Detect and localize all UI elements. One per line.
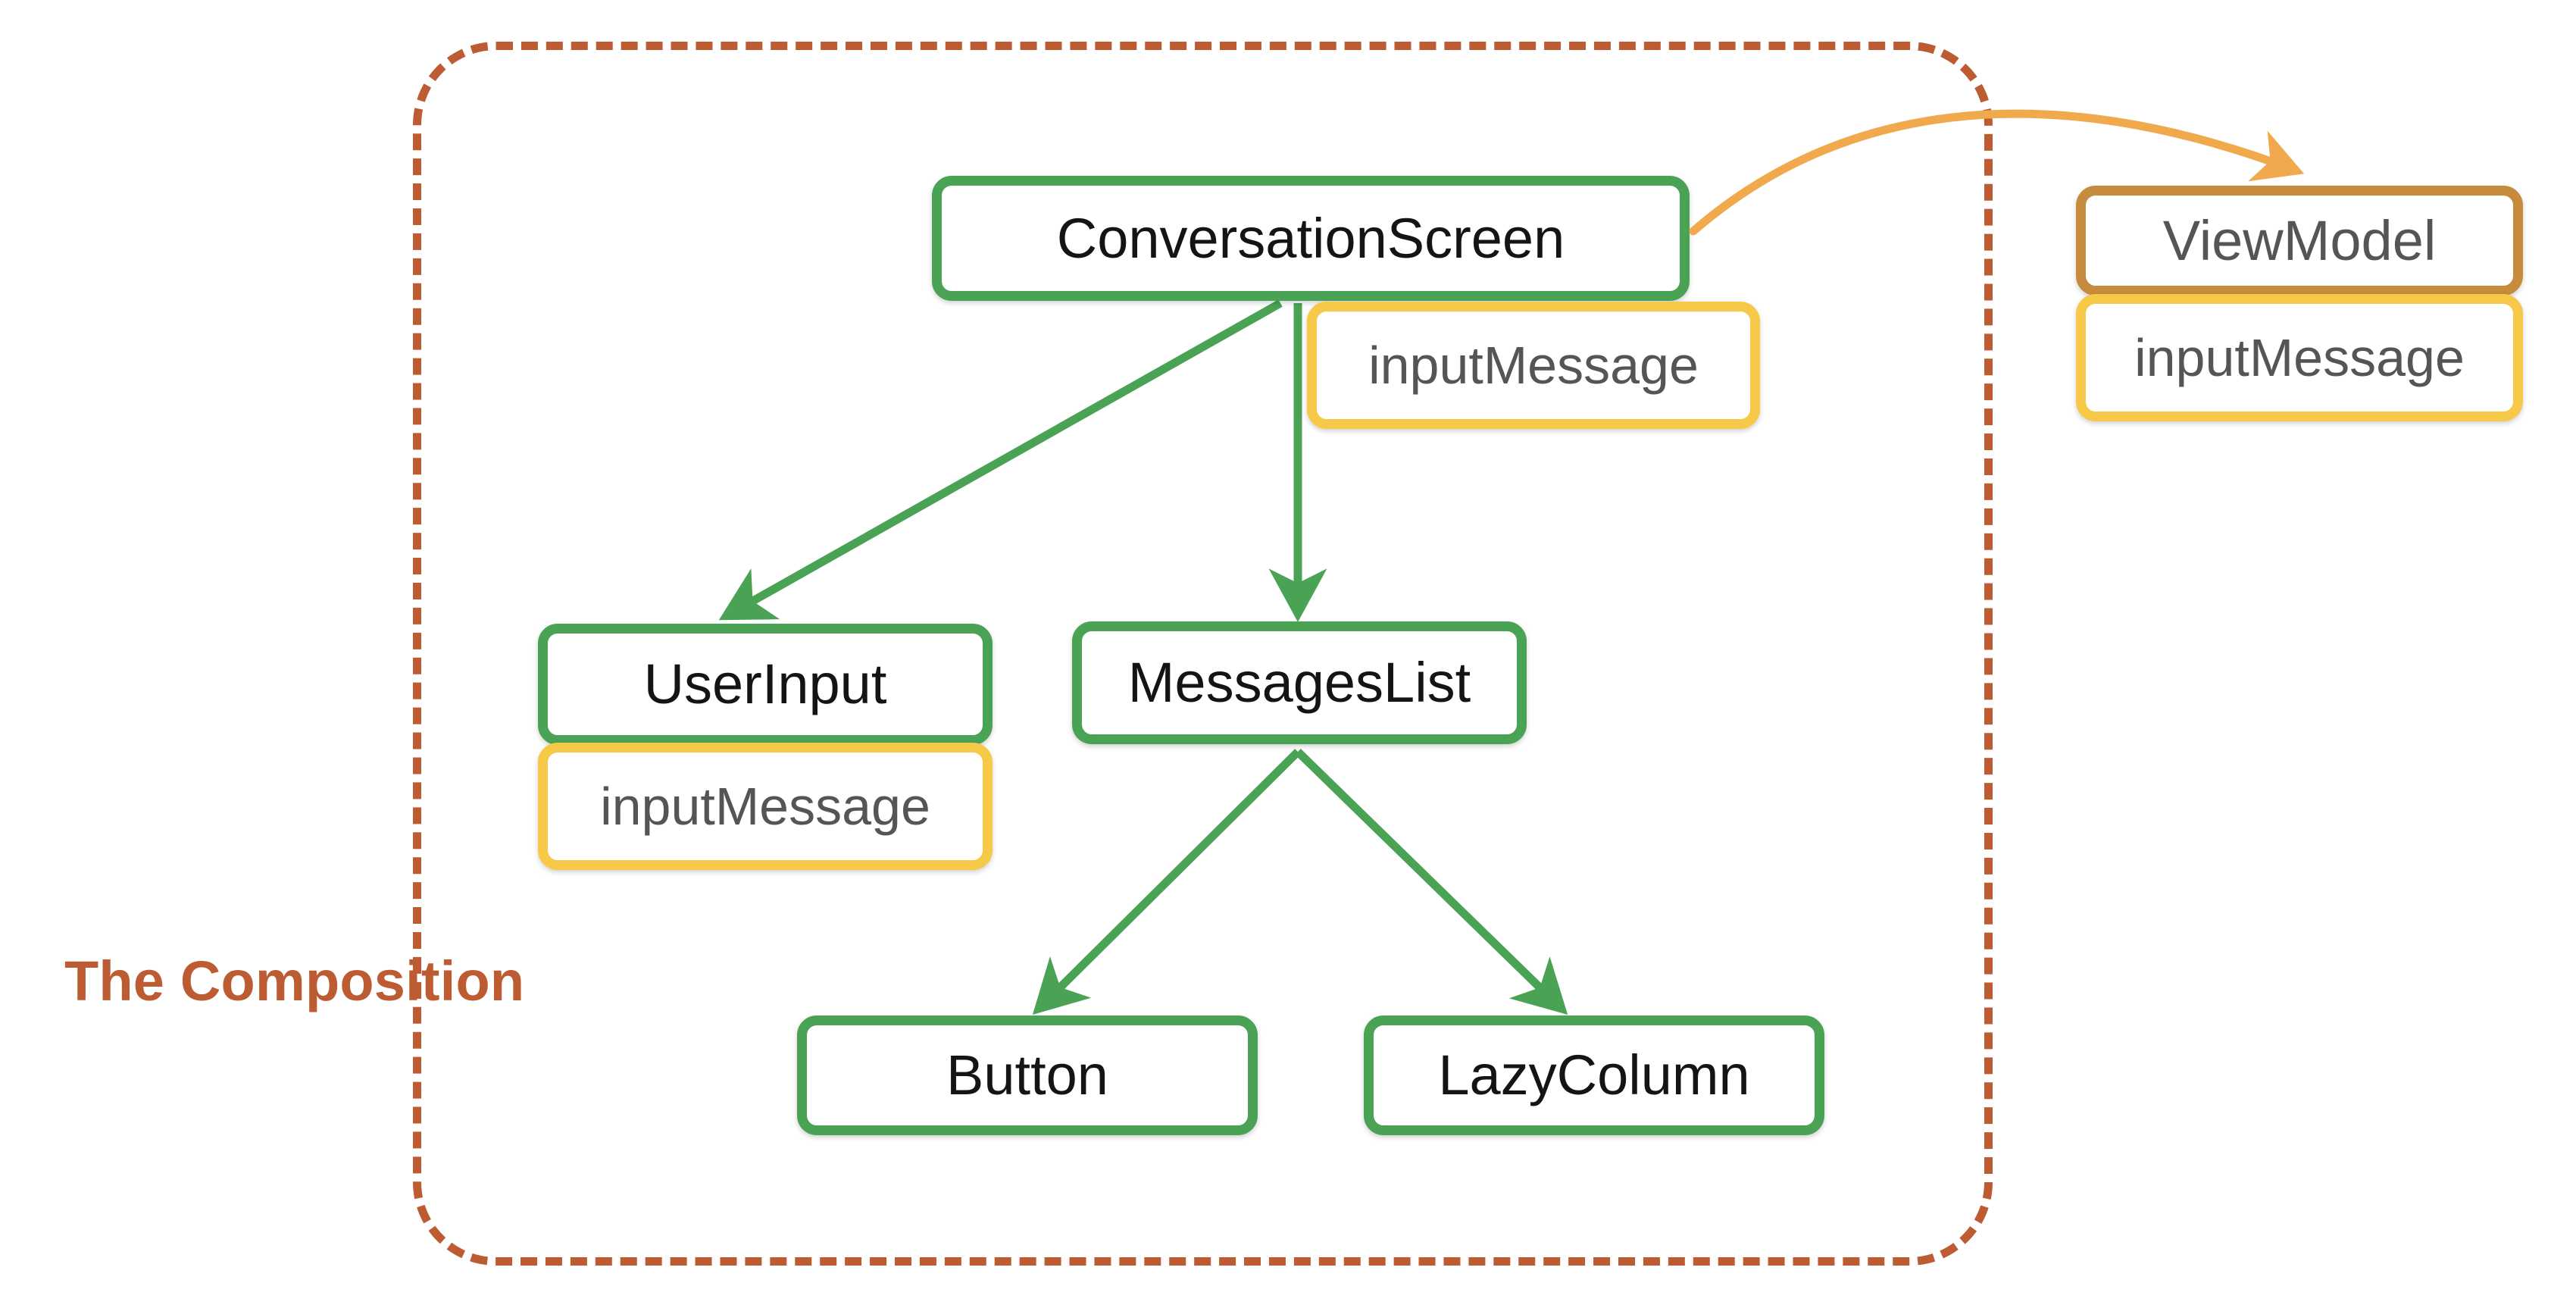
node-viewmodel-label: ViewModel (2162, 208, 2437, 272)
node-viewmodel-state[interactable]: inputMessage (2076, 294, 2523, 421)
node-conversationscreen-state-label: inputMessage (1368, 336, 1699, 395)
node-messageslist-label: MessagesList (1127, 651, 1471, 714)
node-button-label: Button (946, 1044, 1108, 1106)
node-conversationscreen-label: ConversationScreen (1056, 206, 1565, 270)
node-viewmodel[interactable]: ViewModel (2076, 186, 2523, 296)
node-button[interactable]: Button (797, 1015, 1258, 1135)
node-lazycolumn[interactable]: LazyColumn (1364, 1015, 1824, 1135)
node-conversationscreen[interactable]: ConversationScreen (932, 176, 1690, 301)
composition-boundary (413, 42, 1993, 1266)
composition-label: The Composition (64, 950, 525, 1012)
edge-messageslist-lazycolumn (1295, 749, 1568, 1015)
node-conversationscreen-state[interactable]: inputMessage (1307, 302, 1760, 429)
node-viewmodel-state-label: inputMessage (2134, 328, 2465, 387)
node-userinput-label: UserInput (643, 652, 887, 715)
node-userinput[interactable]: UserInput (538, 624, 993, 745)
node-messageslist[interactable]: MessagesList (1072, 621, 1527, 744)
edge-conversationscreen-userinput (718, 299, 1283, 621)
edge-messageslist-button (1032, 749, 1301, 1015)
node-lazycolumn-label: LazyColumn (1438, 1044, 1750, 1106)
node-userinput-state-label: inputMessage (600, 777, 930, 836)
node-userinput-state[interactable]: inputMessage (538, 743, 993, 870)
